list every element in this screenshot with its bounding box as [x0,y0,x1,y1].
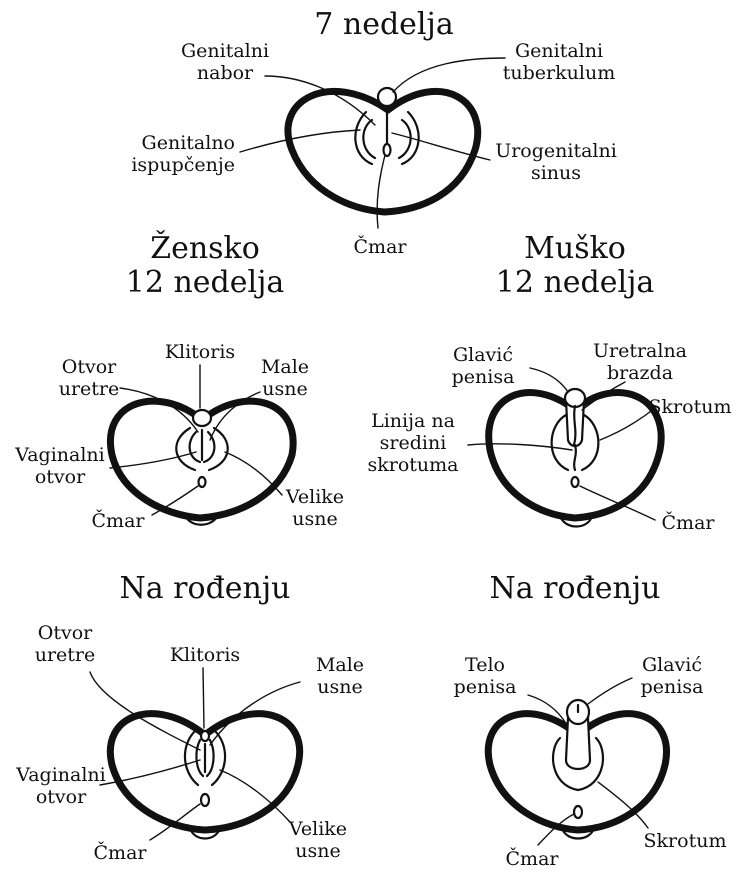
male12-label-scrotum: Skrotum [640,396,740,418]
week7-leader-fold [265,76,375,125]
week7-title: 7 nedelja [274,8,494,42]
week7-leader-tubercle [393,58,505,92]
female-birth-leader-anus [150,804,200,840]
male12-label-glans-penis: Glavić penisa [438,344,528,388]
week7-label-urogenital-sinus: Urogenitalni sinus [486,140,626,184]
male-birth-penis-body [566,718,590,769]
female12-label-clitoris: Klitoris [150,341,250,363]
male12-scrotum-left [552,415,568,470]
male-birth-label-penis-body: Telo penisa [435,654,535,698]
female12-title: Žensko 12 nedelja [100,232,310,300]
female12-leader-vaginal [110,452,196,468]
male12-title: Muško 12 nedelja [470,232,680,300]
male12-label-urethral-groove: Uretralna brazda [585,340,695,384]
male-birth-illustration [488,678,666,845]
male-birth-label-glans-penis: Glavić penisa [622,654,722,698]
female12-anus [199,477,206,487]
male12-leader-glans [530,368,568,392]
female12-label-labia-majora: Velike usne [275,486,355,530]
female12-labia-minora-right [204,432,214,462]
male-birth-label-scrotum: Skrotum [630,830,740,852]
week7-genital-fold-left [363,120,375,158]
female-birth-illustration [90,668,300,840]
male12-label-anus: Čmar [648,512,728,534]
week7-label-anus: Čmar [340,236,420,258]
male12-label-scrotal-raphe: Linija na sredini skrotuma [358,410,468,476]
male-birth-title: Na rođenju [465,572,685,606]
female-birth-anus [201,794,209,806]
female-birth-labia-minora-left [196,740,203,776]
female-birth-title: Na rođenju [95,572,315,606]
male12-scrotum-right [582,415,598,470]
female-birth-label-anus: Čmar [80,842,160,864]
male12-anus [572,477,579,487]
female-birth-clitoris [201,731,209,741]
female12-label-labia-minora: Male usne [250,356,320,400]
female-birth-label-urethral-opening: Otvor uretre [20,622,110,666]
week7-label-genital-fold: Genitalni nabor [170,40,280,84]
female12-label-vaginal-opening: Vaginalni otvor [6,444,114,488]
female12-labia-minora-left [190,432,200,462]
week7-anus [384,144,391,156]
male12-illustration [468,368,661,527]
week7-label-genital-swelling: Genitalno ispupčenje [100,132,235,176]
week7-label-genital-tubercle: Genitalni tuberkulum [494,40,624,84]
female-birth-label-vaginal-opening: Vaginalni otvor [6,764,116,808]
female-birth-label-labia-minora: Male usne [300,654,380,698]
week7-leader-swelling [240,130,360,152]
week7-genital-fold-right [399,120,411,158]
female-birth-label-labia-majora: Velike usne [278,818,358,862]
male12-raphe [574,445,576,470]
female12-label-urethral-opening: Otvor uretre [44,356,134,400]
female12-labia-majora-left [176,428,195,470]
female12-clitoris [193,410,211,426]
male12-leader-raphe [468,444,572,450]
female12-label-anus: Čmar [78,510,158,532]
male12-urethral-groove [574,406,575,445]
female-birth-label-clitoris: Klitoris [155,644,255,666]
male-birth-label-anus: Čmar [492,848,572,870]
female-birth-leader-clitoris [203,668,204,728]
male-birth-anus [574,806,582,818]
week7-leader-anus [377,155,385,228]
